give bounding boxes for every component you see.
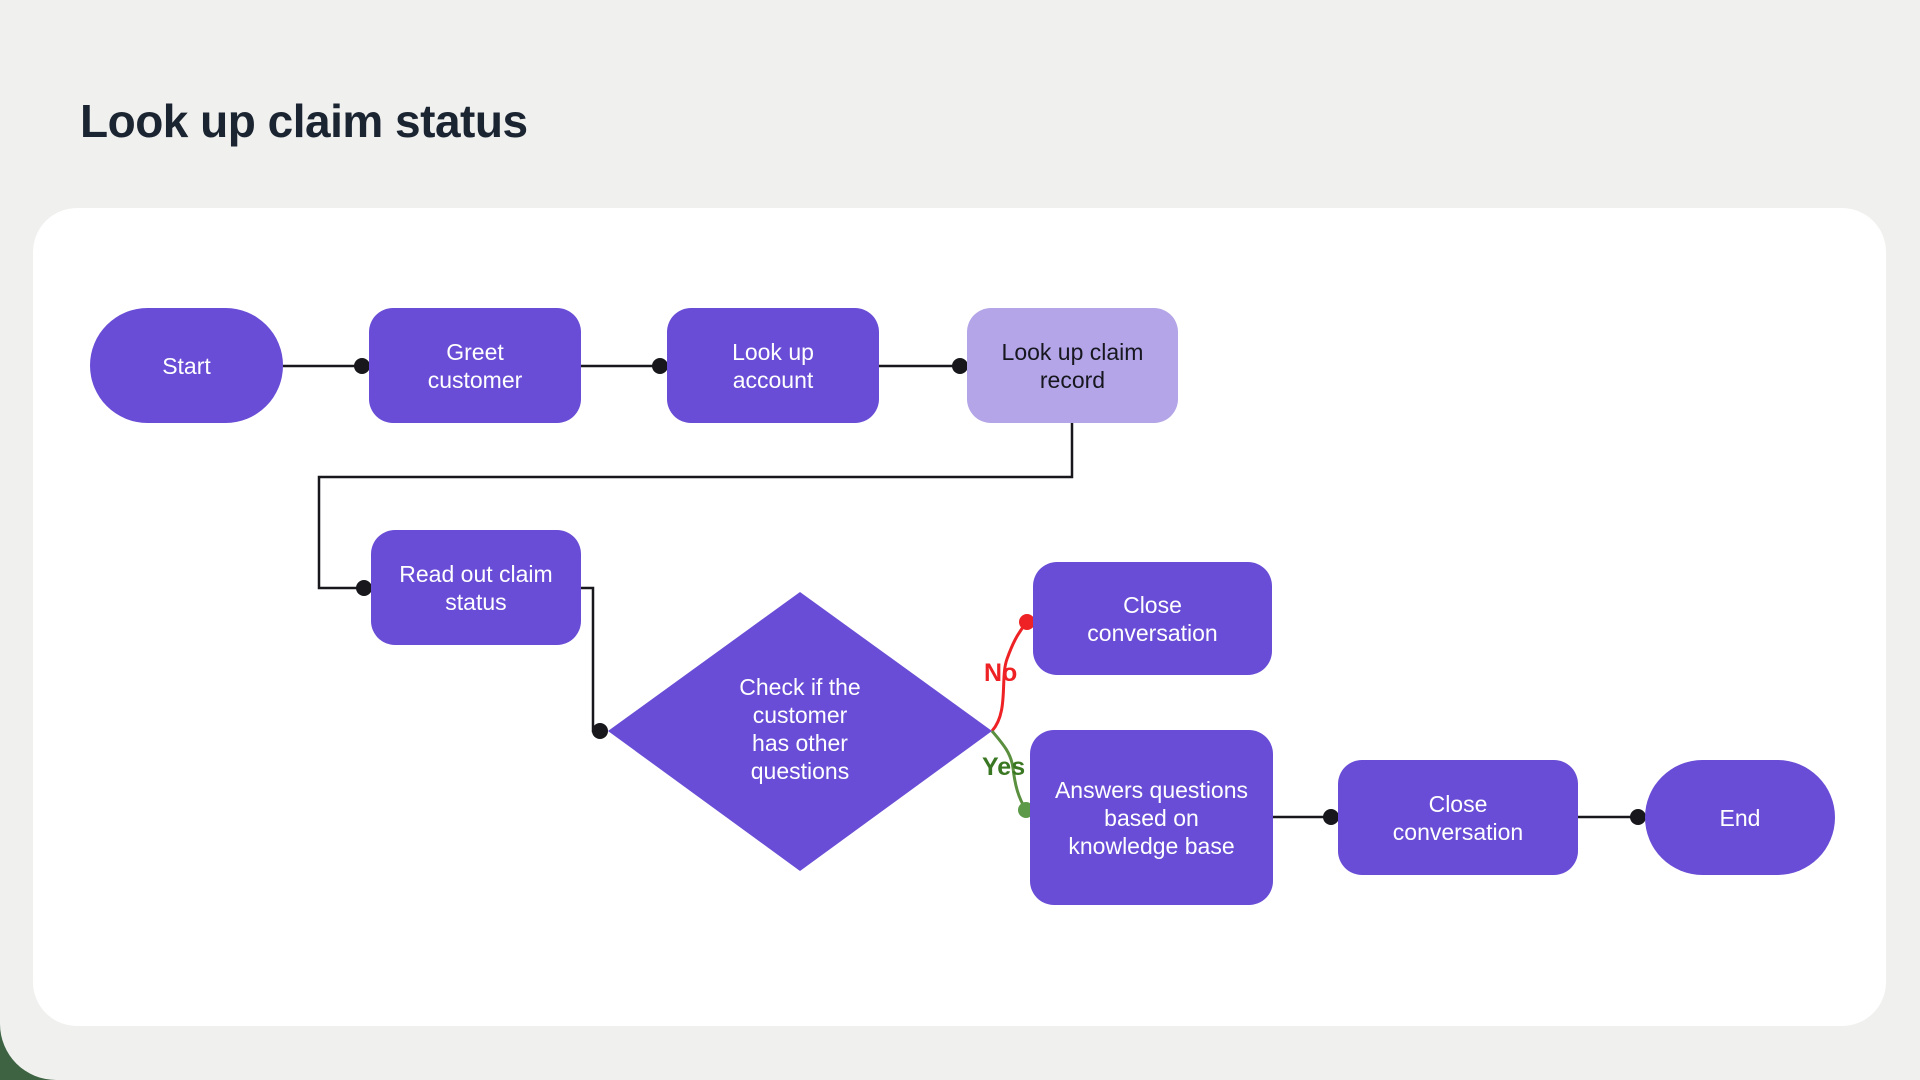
node-answers-questions[interactable]: Answers questions based on knowledge bas… bbox=[1030, 730, 1273, 905]
edge-label-yes: Yes bbox=[982, 753, 1026, 781]
flow-canvas bbox=[33, 208, 1886, 1026]
node-close-conversation-end[interactable]: Close conversation bbox=[1338, 760, 1578, 875]
node-end[interactable]: End bbox=[1645, 760, 1835, 875]
node-close-conversation-no[interactable]: Close conversation bbox=[1033, 562, 1272, 675]
node-look-up-account[interactable]: Look up account bbox=[667, 308, 879, 423]
node-greet-customer[interactable]: Greet customer bbox=[369, 308, 581, 423]
node-read-out-claim-status[interactable]: Read out claim status bbox=[371, 530, 581, 645]
page-title: Look up claim status bbox=[80, 95, 528, 147]
edge-label-no: No bbox=[984, 659, 1018, 687]
node-decision-shape[interactable] bbox=[608, 592, 992, 871]
node-look-up-claim-record[interactable]: Look up claim record bbox=[967, 308, 1178, 423]
node-start[interactable]: Start bbox=[90, 308, 283, 423]
